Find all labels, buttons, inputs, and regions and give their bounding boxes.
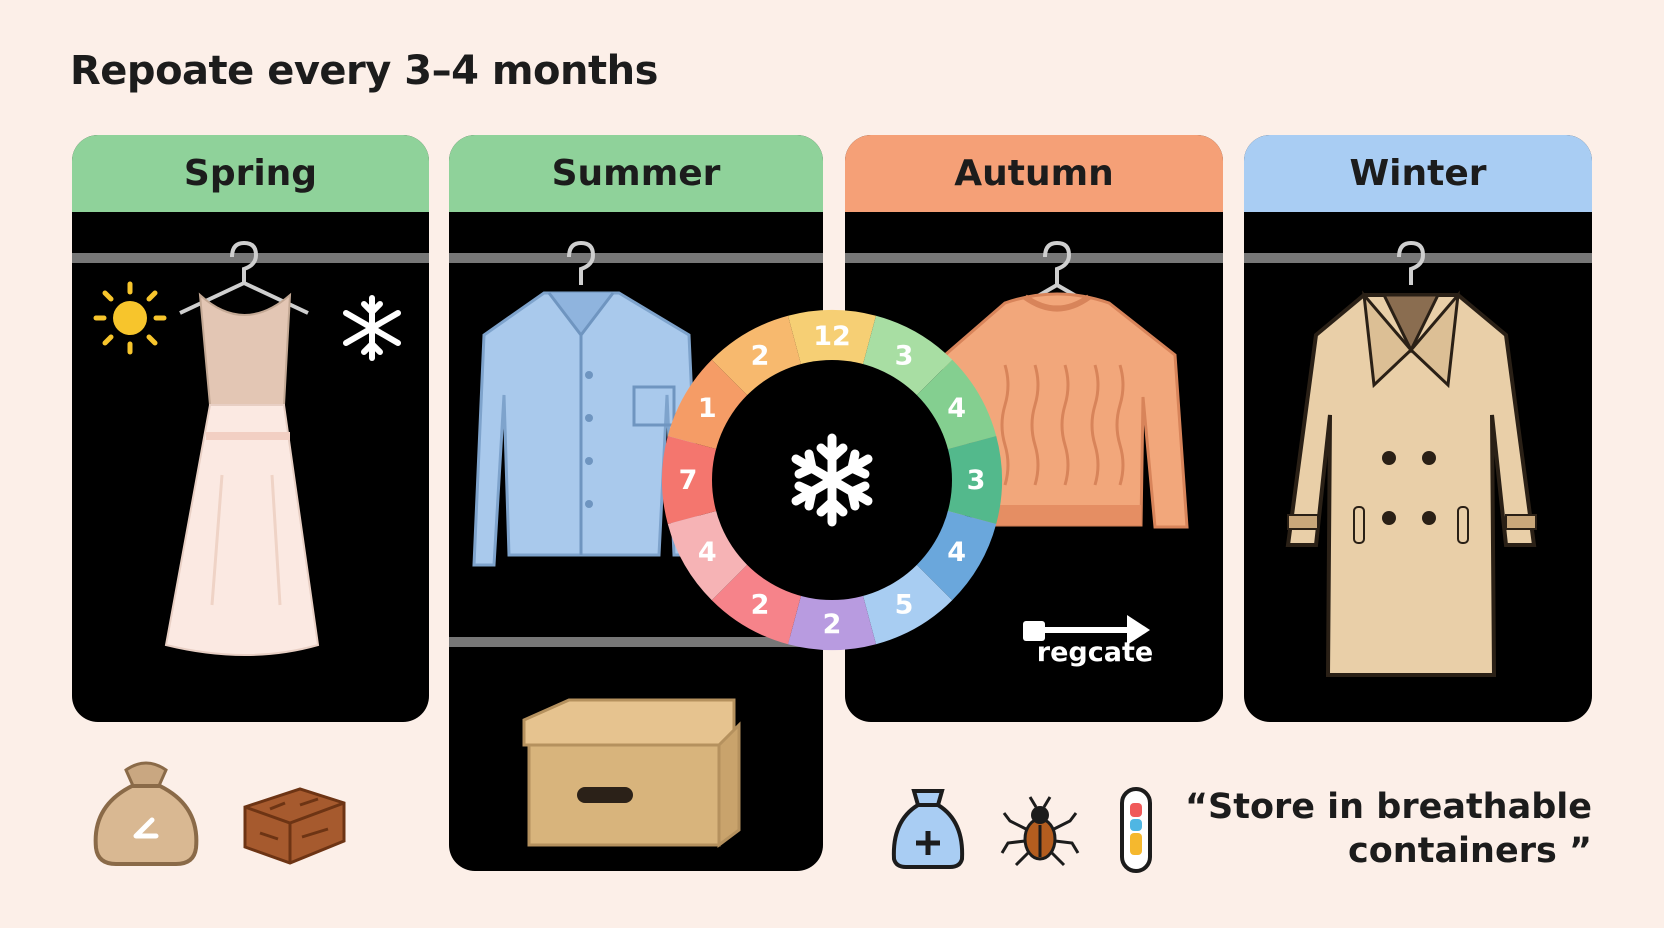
wheel-segment bbox=[711, 315, 802, 397]
clothes-rail bbox=[1244, 253, 1592, 263]
cedar-block-icon bbox=[243, 787, 346, 865]
clothes-rail bbox=[72, 253, 429, 263]
wheel-segment-label: 2 bbox=[751, 340, 770, 371]
clothes-rail bbox=[845, 253, 1223, 263]
wheel-segment-label: 4 bbox=[947, 537, 966, 568]
dress-icon bbox=[164, 292, 320, 656]
hanger-icon bbox=[179, 240, 309, 315]
season-header-summer: Summer bbox=[449, 135, 823, 212]
season-header-autumn: Autumn bbox=[845, 135, 1223, 212]
season-header-spring: Spring bbox=[72, 135, 429, 212]
wheel-segment bbox=[788, 593, 876, 650]
wheel-segment bbox=[862, 315, 953, 397]
season-header-winter: Winter bbox=[1244, 135, 1592, 212]
shelf-rail bbox=[449, 637, 823, 647]
storage-tip-quote: “Store in breathable containers ” bbox=[1185, 785, 1592, 873]
hanger-icon bbox=[1397, 240, 1426, 285]
sachet-icon bbox=[891, 789, 965, 869]
winter-wardrobe-art bbox=[1244, 240, 1592, 677]
storage-box-icon bbox=[522, 698, 741, 848]
thermometer-icon bbox=[1120, 787, 1152, 873]
page-title: Repoate every 3–4 months bbox=[70, 48, 658, 94]
wheel-segment-label: 12 bbox=[813, 321, 851, 352]
wheel-segment-label: 1 bbox=[698, 393, 717, 424]
moth-bug-icon bbox=[1000, 796, 1080, 867]
wheel-segment-label: 4 bbox=[698, 537, 717, 568]
sun-icon bbox=[93, 281, 167, 355]
wheel-segment-label: 7 bbox=[679, 465, 698, 496]
shirt-icon bbox=[472, 291, 701, 567]
wheel-segment-label: 4 bbox=[947, 393, 966, 424]
wheel-segment bbox=[667, 359, 749, 450]
wheel-segment bbox=[711, 563, 802, 645]
wheel-segment-label: 3 bbox=[967, 465, 986, 496]
wheel-segment-label: 5 bbox=[895, 590, 914, 621]
snowflake-icon bbox=[343, 295, 401, 361]
hanger-icon bbox=[567, 240, 596, 285]
season-panel-winter: Winter bbox=[1244, 135, 1592, 722]
season-panel-spring: Spring bbox=[72, 135, 429, 722]
wheel-segment bbox=[862, 563, 953, 645]
wheel-segment bbox=[788, 310, 876, 367]
sack-icon bbox=[93, 761, 199, 866]
quote-line-1: “Store in breathable bbox=[1185, 787, 1592, 827]
spring-wardrobe-art bbox=[72, 240, 429, 656]
arrow-right-icon bbox=[1023, 615, 1150, 645]
arrow-label: regcate bbox=[1036, 637, 1154, 668]
wheel-segment-label: 2 bbox=[751, 590, 770, 621]
wheel-segment bbox=[915, 359, 997, 450]
wheel-segment-label: 3 bbox=[895, 340, 914, 371]
snowflake-icon bbox=[791, 433, 873, 527]
wheel-segment-label: 2 bbox=[823, 609, 842, 640]
wheel-segment bbox=[662, 436, 719, 524]
wheel-segment bbox=[915, 510, 997, 601]
wheel-segment bbox=[945, 436, 1002, 524]
quote-line-2: containers ” bbox=[1348, 831, 1592, 871]
wheel-segment bbox=[667, 510, 749, 601]
clothes-rail bbox=[449, 253, 823, 263]
trench-coat-icon bbox=[1285, 290, 1537, 677]
summer-wardrobe-art bbox=[449, 240, 823, 848]
